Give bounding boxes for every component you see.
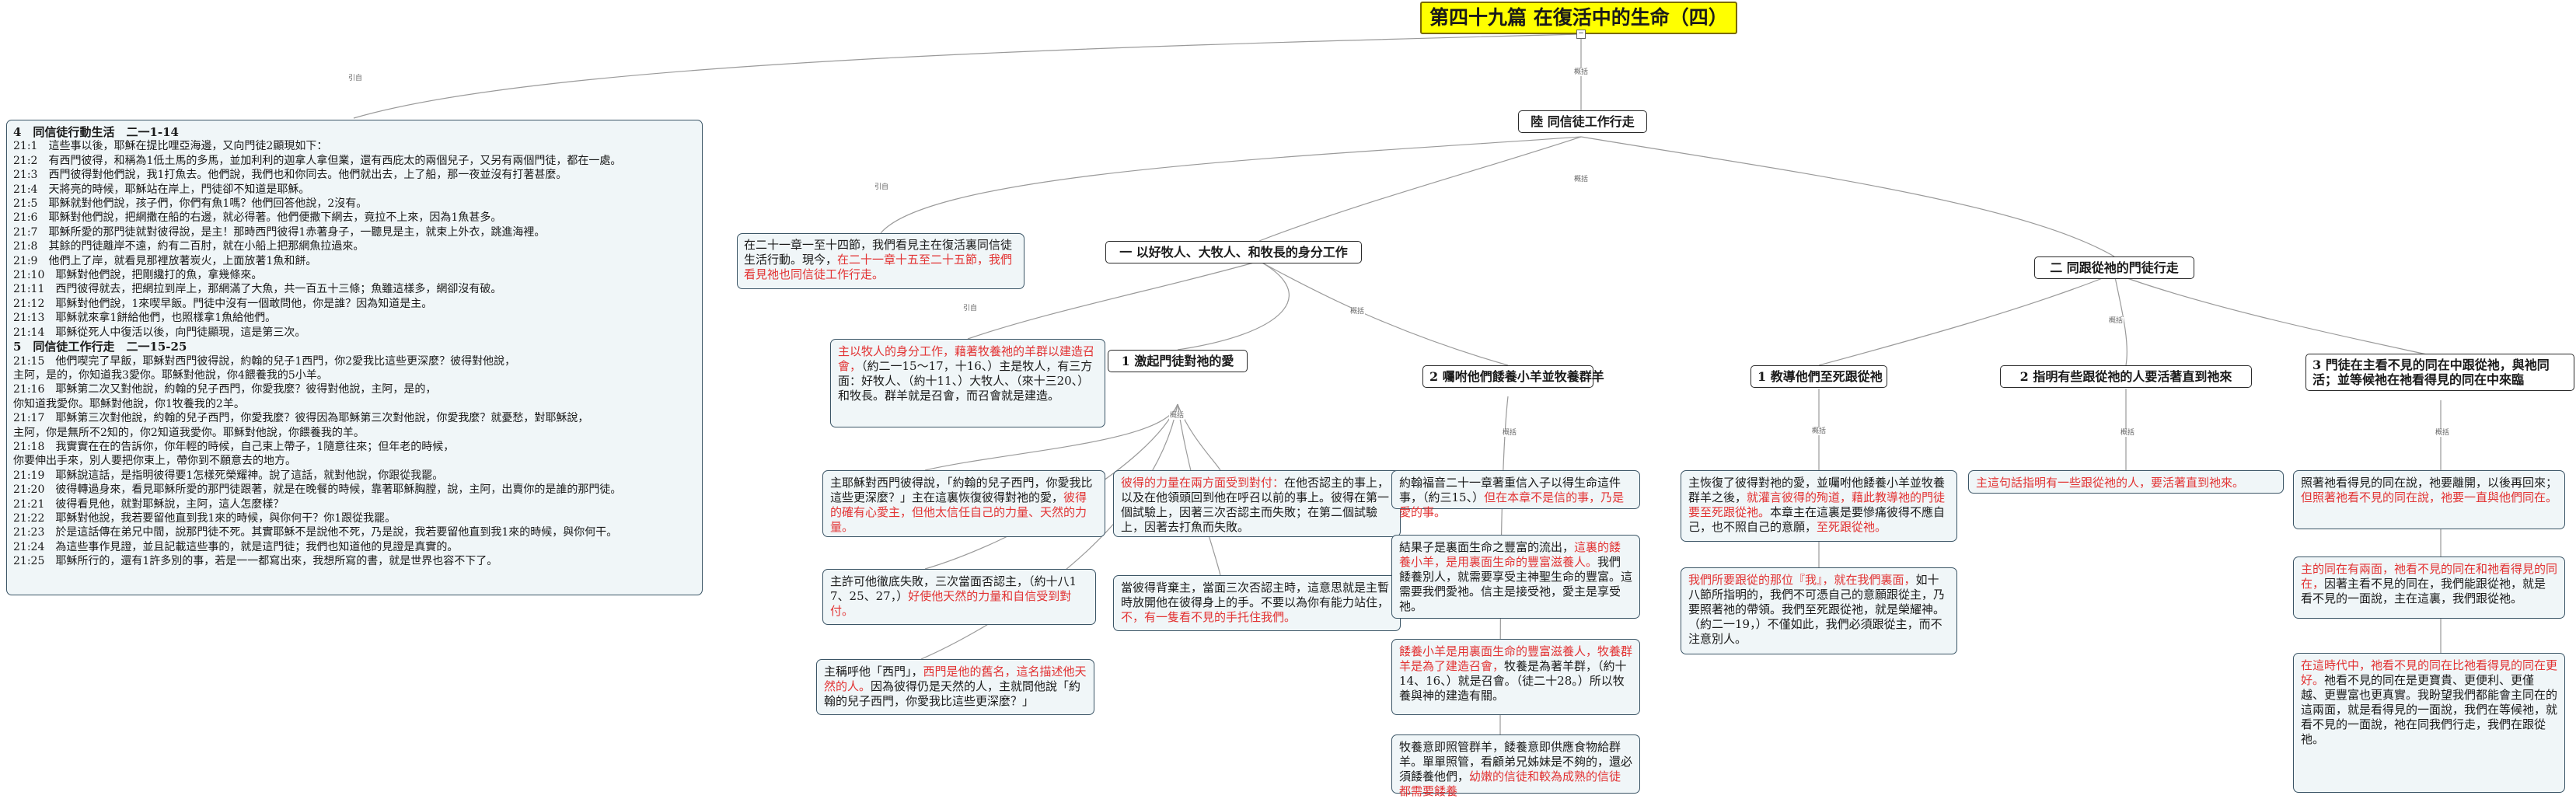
- verse-line: 21:4 天將亮的時候，耶穌站在岸上，門徒卻不知道是耶穌。: [13, 183, 310, 196]
- verse-line: 21:20 彼得轉過身來，看見耶穌所愛的那門徒跟著，就是在晚餐的時候，靠著耶穌胸…: [13, 483, 622, 497]
- label-cite: 引自: [347, 75, 364, 82]
- topic-presence[interactable]: 3 門徒在主看不見的同在中跟從祂，與祂同活；並等候祂在祂看得見的同在中來臨: [2305, 354, 2574, 391]
- verse-line: 21:15 他們喫完了早飯，耶穌對西門彼得說，約翰的兒子1西門，你2愛我比這些更…: [13, 354, 516, 368]
- verse-line: 21:11 西門彼得就去，把網拉到岸上，那網滿了大魚，共一百五十三條；魚雖這樣多…: [13, 283, 502, 296]
- verse-line: 21:19 耶穌說這話，是指明彼得要1怎樣死榮耀神。說了這話，就對他說，你跟從我…: [13, 469, 444, 482]
- feed-note-riches[interactable]: 結果子是裏面生命之豐富的流出，這裏的餧養小羊，是用裏面生命的豐富滋養人。我們餧養…: [1391, 535, 1640, 619]
- verse-line: 你要伸出手來，別人要把你束上，帶你到不願意去的地方。: [13, 455, 296, 468]
- section2-title: 5 同信徒工作行走 二一15-25: [13, 340, 187, 354]
- verse-line: 21:13 耶穌就來拿1餅給他們，也照樣拿1魚給他們。: [13, 312, 277, 325]
- verse-line: 你知道我愛你。耶穌對他說，你1牧養我的2羊。: [13, 397, 245, 410]
- connector-n11-love-a: [924, 403, 1178, 471]
- root-title: 第四十九篇 在復活中的生命（四）: [1429, 6, 1728, 29]
- topic-follow-death[interactable]: 1 教導他們至死跟從祂: [1750, 365, 1887, 388]
- verse-line: 21:25 耶穌所行的，還有1許多別的事，若是一一都寫出來，我想所寫的書，就是世…: [13, 555, 498, 568]
- love-note-fail[interactable]: 主許可他徹底失敗，三次當面否認主，（約十八17、25、27，）好使他天然的力量和…: [822, 569, 1096, 625]
- intro-note[interactable]: 在二十一章一至十四節，我們看見主在復活裏同信徒生活行動。現今，在二十一章十五至二…: [737, 233, 1024, 289]
- remain-note[interactable]: 主這句話指明有一些跟從祂的人，要活著直到祂來。: [1968, 470, 2284, 494]
- follow-note-me[interactable]: 我們所要跟從的那位『我』，就在我們裏面，如十八節所指明的，我們不可憑自己的意願跟…: [1681, 567, 1957, 654]
- topic-two[interactable]: 二 同跟從祂的門徒行走: [2034, 256, 2194, 279]
- verse-line: 21:23 於是這話傳在弟兄中間，說那門徒不死。其實耶穌不是說他不死，乃是說，我…: [13, 526, 618, 539]
- verse-line: 21:3 西門彼得對他們說，我1打魚去。他們說，我們也和你同去。他們就出去，上了…: [13, 169, 567, 182]
- presence-note-invisible[interactable]: 照著祂看得見的同在說，祂要離開，以後再回來；但照著祂看不見的同在說，祂要一直與他…: [2293, 470, 2565, 529]
- connector-one-n11: [1177, 260, 1290, 351]
- topic-remain[interactable]: 2 指明有些跟從祂的人要活著直到祂來: [2000, 365, 2252, 388]
- presence-note-better[interactable]: 在這時代中，祂看不見的同在比祂看得見的同在更好。祂看不見的同在是更寶貴、更便利、…: [2293, 653, 2565, 793]
- label-summary-root: 概括: [1573, 68, 1590, 76]
- root-topic[interactable]: 第四十九篇 在復活中的生命（四）: [1420, 2, 1737, 34]
- verse-line: 21:18 我實實在在的告訴你，你年輕的時候，自己束上帶子，1隨意往來；但年老的…: [13, 440, 455, 453]
- feed-note-shepherd[interactable]: 牧養意即照管群羊，餧養意即供應食物給群羊。單單照管，看顧弟兄姊妹是不夠的，還必須…: [1391, 734, 1640, 798]
- label-summary-n11: 概括: [1169, 412, 1185, 420]
- verse-line: 主阿，是的，你知道我3愛你。耶穌對他說，你4餵養我的5小羊。: [13, 368, 328, 382]
- topic-one[interactable]: 一 以好牧人、大牧人、和牧長的身分工作: [1105, 241, 1362, 263]
- label-cite-one: 引自: [962, 305, 979, 312]
- topic-feed-lambs[interactable]: 2 囑咐他們餧養小羊並牧養群羊: [1422, 365, 1604, 388]
- love-note-simon[interactable]: 主稱呼他「西門」，西門是他的舊名，這名描述他天然的人。因為彼得仍是天然的人，主就…: [816, 659, 1094, 715]
- verse-line: 21:9 他們上了岸，就看見那裡放著炭火，上面放著1魚和餅。: [13, 254, 317, 267]
- verse-line: 21:8 其餘的門徒離岸不遠，約有二百肘，就在小船上把那網魚拉過來。: [13, 240, 365, 253]
- section2-verses: 21:15 他們喫完了早飯，耶穌對西門彼得說，約翰的兒子1西門，你2愛我比這些更…: [13, 354, 696, 569]
- verse-line: 21:21 彼得看見他，就對耶穌說，主阿，這人怎麼樣？: [13, 497, 284, 511]
- connector-one-n12: [1258, 260, 1509, 366]
- scripture-panel[interactable]: 4 同信徒行動生活 二一1-14 21:1 這些事以後，耶穌在提比哩亞海邊，又向…: [6, 120, 703, 595]
- love-note-restore[interactable]: 主耶穌對西門彼得說，「約翰的兒子西門，你愛我比這些更深麼？」主在這裏恢復彼得對祂…: [822, 470, 1105, 537]
- verse-line: 主阿，你是無所不2知的，你2知道我愛你。耶穌對他說，你餵養我的羊。: [13, 426, 365, 439]
- verse-line: 21:5 耶穌就對他們說，孩子們，你們有魚1嗎？他們回答他說，2沒有。: [13, 197, 368, 211]
- love-note-hand[interactable]: 當彼得背棄主，當面三次否認主時，這意思就是主暫時放開他在彼得身上的手。不要以為你…: [1113, 575, 1401, 631]
- connector-one-desc: [967, 260, 1260, 340]
- connector-work-two: [1580, 136, 2115, 257]
- feed-note-love[interactable]: 約翰福音二十一章著重信入子以得生命這件事，（約三15、）但在本章不是信的事，乃是…: [1391, 470, 1640, 519]
- feed-note-build[interactable]: 餧養小羊是用裏面生命的豐富滋養人，牧養群羊是為了建造召會，牧養是為著羊群，（約十…: [1391, 639, 1640, 715]
- verse-line: 21:14 耶穌從死人中復活以後，向門徒顯現，這是第三次。: [13, 326, 306, 339]
- label-summary-n12: 概括: [1502, 429, 1518, 437]
- verse-line: 21:12 耶穌對他們說，1來喫早飯。門徒中沒有一個敢問他，你是誰？因為知道是主…: [13, 297, 433, 310]
- follow-note-martyr[interactable]: 主恢復了彼得對祂的愛，並囑咐他餧養小羊並牧養群羊之後，就灌言彼得的殉道，藉此教導…: [1681, 470, 1957, 542]
- one-description[interactable]: 主以牧人的身分工作，藉著牧養祂的羊群以建造召會，（約二一15～17，十16、）主…: [830, 339, 1105, 427]
- label-summary-n21: 概括: [1811, 427, 1827, 435]
- verse-line: 21:7 耶穌所愛的那門徒就對彼得說，是主！那時西門彼得1赤著身子，一聽見是主，…: [13, 225, 546, 239]
- verse-line: 21:24 為這些事作見證，並且記載這些事的，就是這門徒；我們也知道他的見證是真…: [13, 540, 459, 553]
- connector-two-n21: [1818, 273, 2115, 366]
- connector-two-n23: [2114, 273, 2442, 358]
- label-summary-n23: 概括: [2435, 429, 2451, 437]
- verse-line: 21:2 有西門彼得，和稱為1低土馬的多馬，並加利利的迦拿人拿但業，還有西庇太的…: [13, 154, 622, 167]
- connector-root-cite: [353, 33, 1582, 119]
- verse-line: 21:1 這些事以後，耶穌在提比哩亞海邊，又向門徒2顯現如下：: [13, 140, 328, 153]
- verse-line: 21:17 耶穌第三次對他說，約翰的兒子西門，你愛我麼？彼得因為耶穌第三次對他說…: [13, 412, 589, 425]
- label-summary-n22: 概括: [2120, 429, 2136, 437]
- love-note-dealt[interactable]: 彼得的力量在兩方面受到對付：在他否認主的事上，以及在他領頭回到他在呼召以前的事上…: [1113, 470, 1401, 537]
- connector-work-one: [1258, 136, 1582, 242]
- verse-line: 21:6 耶穌對他們說，把網撒在船的右邊，就必得著。他們便撒下網去，竟拉不上來，…: [13, 211, 502, 225]
- section1-title: 4 同信徒行動生活 二一1-14: [13, 125, 179, 139]
- label-summary-two: 概括: [2108, 317, 2124, 325]
- verse-line: 21:10 耶穌對他們說，把剛纔打的魚，拿幾條來。: [13, 269, 263, 282]
- verse-line: 21:22 耶穌對他說，我若要留他直到我1來的時候，與你何干？你1跟從我罷。: [13, 511, 396, 525]
- topic-stir-love[interactable]: 1 激起門徒對祂的愛: [1108, 350, 1248, 372]
- connector-work-intro: [880, 136, 1582, 234]
- section1-verses: 21:1 這些事以後，耶穌在提比哩亞海邊，又向門徒2顯現如下：21:2 有西門彼…: [13, 139, 696, 340]
- label-cite-intro: 引自: [874, 183, 890, 191]
- topic-work[interactable]: 陸 同信徒工作行走: [1518, 110, 1647, 133]
- label-summary-one: 概括: [1349, 308, 1366, 316]
- minus-icon[interactable]: −: [1576, 30, 1586, 39]
- presence-note-two-aspects[interactable]: 主的同在有兩面，祂看不見的同在和祂看得見的同在，因著主看不見的同在，我們能跟從祂…: [2293, 557, 2565, 619]
- label-summary-work: 概括: [1573, 176, 1590, 183]
- connector-two-n22: [2114, 273, 2127, 366]
- verse-line: 21:16 耶穌第二次又對他說，約翰的兒子西門，你愛我麼？彼得對他說，主阿，是的…: [13, 383, 437, 396]
